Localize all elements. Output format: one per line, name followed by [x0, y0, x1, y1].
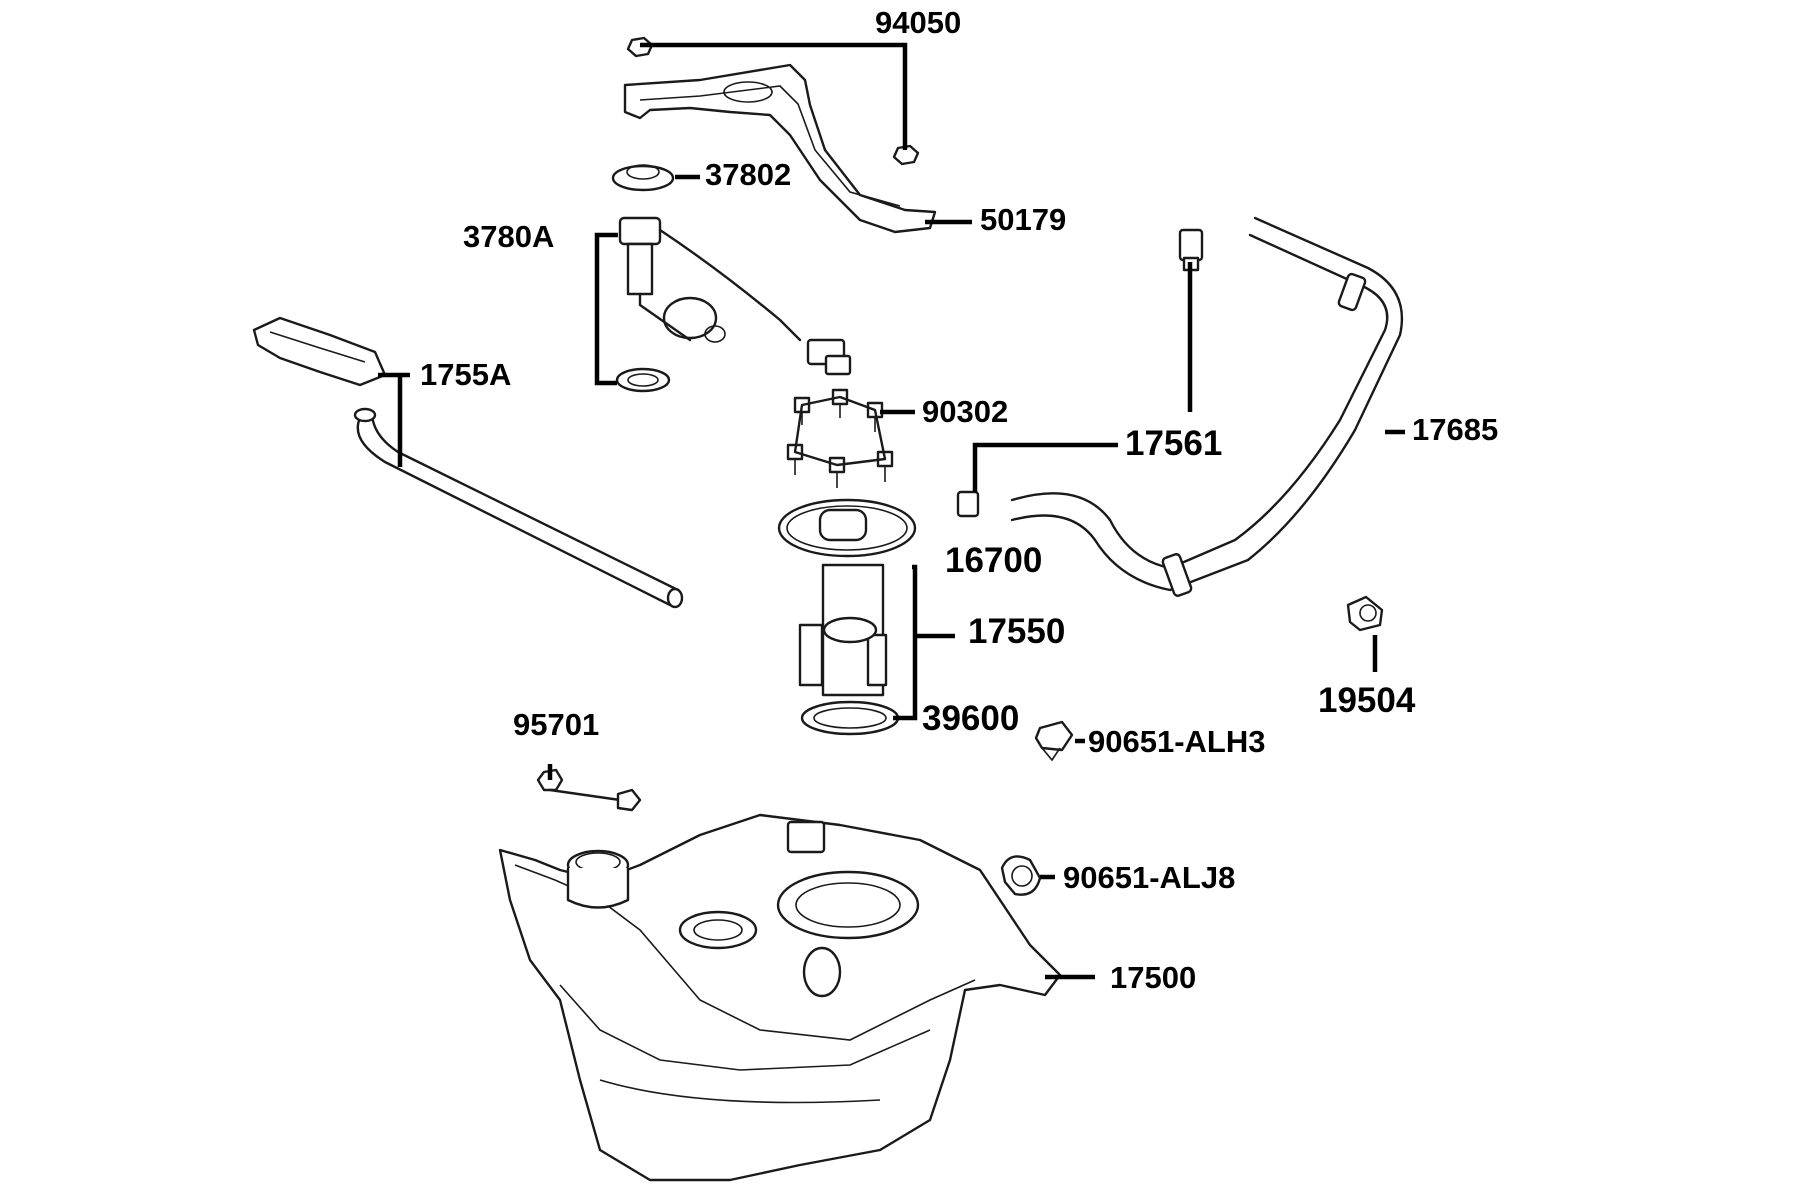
leader-lines: [378, 42, 1405, 980]
nut-part: [626, 36, 920, 166]
label-37802: 37802: [705, 157, 791, 192]
label-16700: 16700: [945, 541, 1042, 580]
label-17561: 17561: [1125, 424, 1222, 463]
label-1755a: 1755A: [420, 357, 511, 392]
clamp-small-part: [1346, 595, 1384, 632]
fuel-tank-part: [498, 813, 1062, 1182]
label-39600: 39600: [922, 699, 1019, 738]
label-90651-alh3: 90651-ALH3: [1088, 724, 1265, 759]
label-94050: 94050: [875, 5, 961, 40]
fuel-pump-part: [777, 498, 917, 736]
overflow-hose-part: [252, 316, 684, 609]
fuel-sender-part: [615, 216, 852, 393]
bracket-part: [623, 63, 937, 234]
tank-bolt-part: [536, 768, 642, 812]
label-50179: 50179: [980, 202, 1066, 237]
label-90651-alj8: 90651-ALJ8: [1063, 860, 1235, 895]
label-3780a: 3780A: [463, 219, 554, 254]
label-17685: 17685: [1412, 412, 1498, 447]
label-17500: 17500: [1110, 960, 1196, 995]
clip-alj8-part: [1000, 855, 1042, 896]
clip-alh3-part: [1034, 720, 1074, 762]
label-17550: 17550: [968, 612, 1065, 651]
bolt-set-part: [786, 388, 894, 488]
damper-cap-part: [611, 164, 675, 192]
label-90302: 90302: [922, 394, 1008, 429]
label-19504: 19504: [1318, 681, 1416, 720]
vent-hose-part: [1010, 216, 1404, 597]
vent-connector-part: [956, 228, 1204, 518]
label-95701: 95701: [513, 707, 599, 742]
